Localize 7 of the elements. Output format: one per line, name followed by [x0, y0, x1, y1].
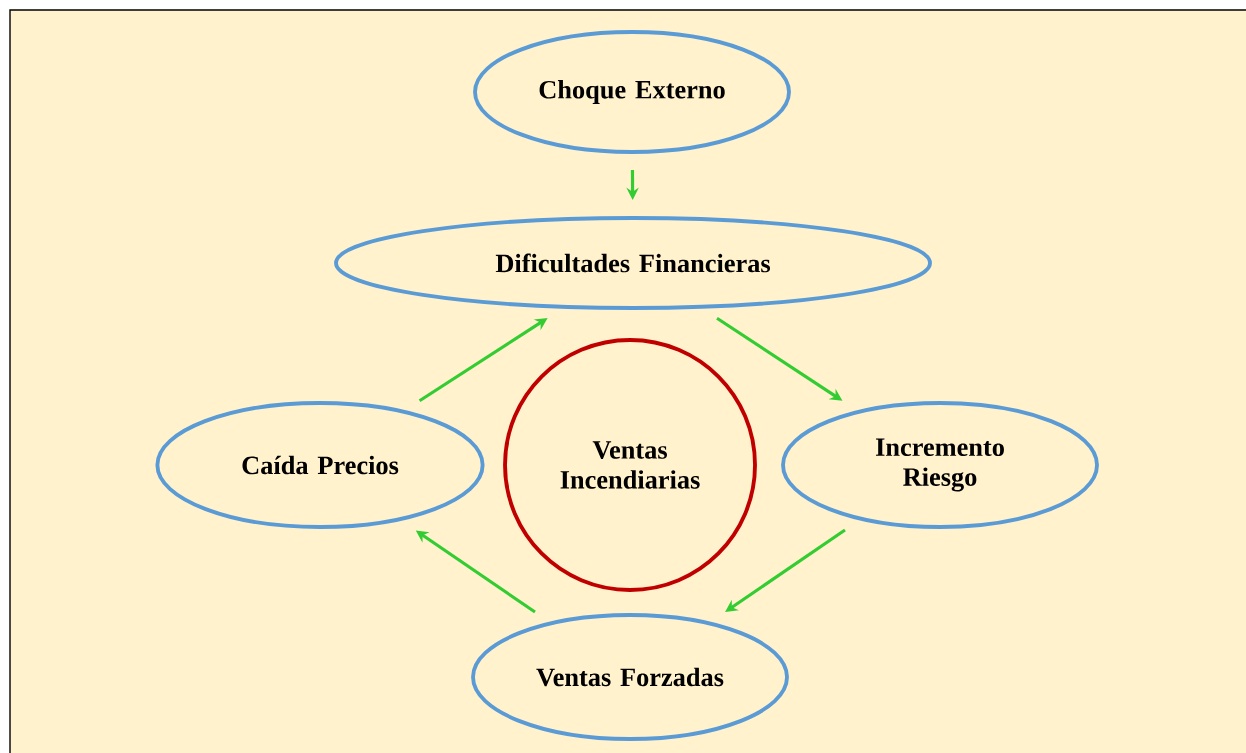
ellipse-node: Ventas Forzadas [471, 613, 789, 741]
arrow [725, 528, 846, 612]
ellipse-node: Dificultades Financieras [334, 216, 932, 310]
circle-node: Ventas Incendiarias [503, 338, 757, 592]
ellipse-node: Incremento Riesgo [781, 401, 1099, 529]
ellipse-node: Choque Externo [473, 30, 791, 154]
ellipse-node: Caída Precios [155, 401, 485, 529]
